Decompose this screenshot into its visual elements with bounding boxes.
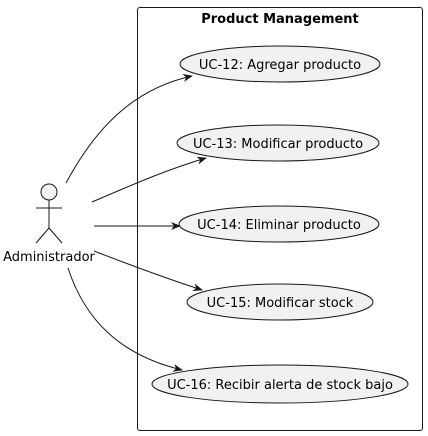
actor-head xyxy=(40,183,58,201)
use-case-uc12[interactable]: UC-12: Agregar producto xyxy=(179,45,381,83)
system-title: Product Management xyxy=(201,12,359,27)
use-case-ellipse xyxy=(179,45,381,83)
use-case-uc16[interactable]: UC-16: Recibir alerta de stock bajo xyxy=(151,364,409,404)
association-uc15 xyxy=(93,250,203,292)
association-uc16 xyxy=(67,267,183,372)
association-uc13 xyxy=(91,156,207,203)
use-case-label: UC-13: Modificar producto xyxy=(193,137,363,152)
use-case-uc15[interactable]: UC-15: Modificar stock xyxy=(186,283,374,321)
use-case-label: UC-16: Recibir alerta de stock bajo xyxy=(167,378,393,393)
use-case-label: UC-14: Eliminar producto xyxy=(197,218,361,233)
use-case-uc14[interactable]: UC-14: Eliminar producto xyxy=(178,205,380,243)
use-case-label: UC-15: Modificar stock xyxy=(207,296,354,311)
actor-right-leg xyxy=(48,227,63,244)
association-uc12 xyxy=(65,74,193,184)
use-case-ellipse xyxy=(186,283,374,321)
use-case-ellipse xyxy=(178,205,380,243)
actor-left-leg xyxy=(35,227,50,244)
use-case-ellipse xyxy=(176,124,380,162)
actor-administrador[interactable] xyxy=(35,183,63,244)
use-case-label: UC-12: Agregar producto xyxy=(199,58,361,73)
use-case-ellipse xyxy=(151,364,409,404)
actor-label: Administrador xyxy=(3,250,95,265)
associations xyxy=(65,74,207,372)
use-case-uc13[interactable]: UC-13: Modificar producto xyxy=(176,124,380,162)
